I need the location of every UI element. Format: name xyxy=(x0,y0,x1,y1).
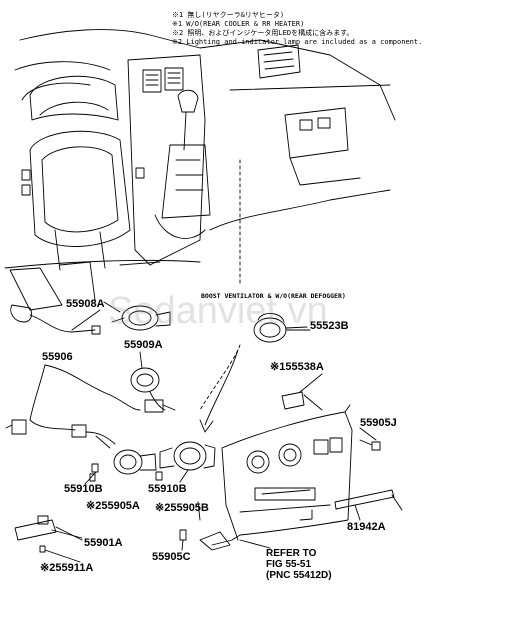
label-55905B: ※255905B xyxy=(155,502,209,514)
part-55906-harness xyxy=(5,364,141,449)
refer-line-3: (PNC 55412D) xyxy=(266,570,332,581)
label-55910B-left: 55910B xyxy=(64,483,103,495)
label-55905A: ※255905A xyxy=(86,500,140,512)
label-81942A: 81942A xyxy=(347,521,386,533)
part-55910B-right xyxy=(159,441,216,471)
label-55905J: 55905J xyxy=(360,417,397,429)
part-55905J xyxy=(359,439,381,451)
part-switch-middle xyxy=(130,367,176,413)
part-55908A-harness xyxy=(10,304,101,335)
part-81942A xyxy=(334,489,403,511)
label-55906: 55906 xyxy=(42,351,73,363)
note-line-3: ※2 照明、およびインジケータ用LEDを構成に含みます。 xyxy=(172,29,354,37)
dashboard-overview xyxy=(4,29,396,311)
arrow-head xyxy=(199,419,214,433)
part-55910B-left xyxy=(91,449,157,475)
note-line-4: ※2 Lighting and indicator lamp are inclu… xyxy=(172,38,423,46)
label-55901A: 55901A xyxy=(84,537,123,549)
label-55908A: 55908A xyxy=(66,298,105,310)
label-55523B: 55523B xyxy=(310,320,349,332)
part-55911A xyxy=(39,545,81,563)
label-55538A: ※155538A xyxy=(270,361,324,373)
refer-line-2: FIG 55-51 xyxy=(266,559,312,570)
part-55538A xyxy=(281,391,323,411)
part-55901A xyxy=(14,515,83,541)
part-console-panel xyxy=(199,404,353,551)
watermark-logo: Sedanviet.vn xyxy=(108,290,328,332)
note-line-2: ※1 W/O(REAR COOLER & RR HEATER) xyxy=(172,20,305,28)
note-line-1: ※1 無し(リヤクーラ&リヤヒータ) xyxy=(172,11,285,19)
label-55905C: 55905C xyxy=(152,551,191,563)
part-55909A-switch xyxy=(111,305,171,331)
section-caption: BOOST VENTILATOR & W/O(REAR DEFOGGER) xyxy=(201,292,346,300)
part-55523B-knob xyxy=(253,313,311,343)
label-55909A: 55909A xyxy=(124,339,163,351)
leader-dashed xyxy=(199,344,241,411)
refer-line-1: REFER TO xyxy=(266,548,317,559)
leader-lines xyxy=(51,301,377,551)
label-55910B-right: 55910B xyxy=(148,483,187,495)
arrow-leader xyxy=(204,349,239,426)
label-55911A: ※255911A xyxy=(40,562,94,574)
